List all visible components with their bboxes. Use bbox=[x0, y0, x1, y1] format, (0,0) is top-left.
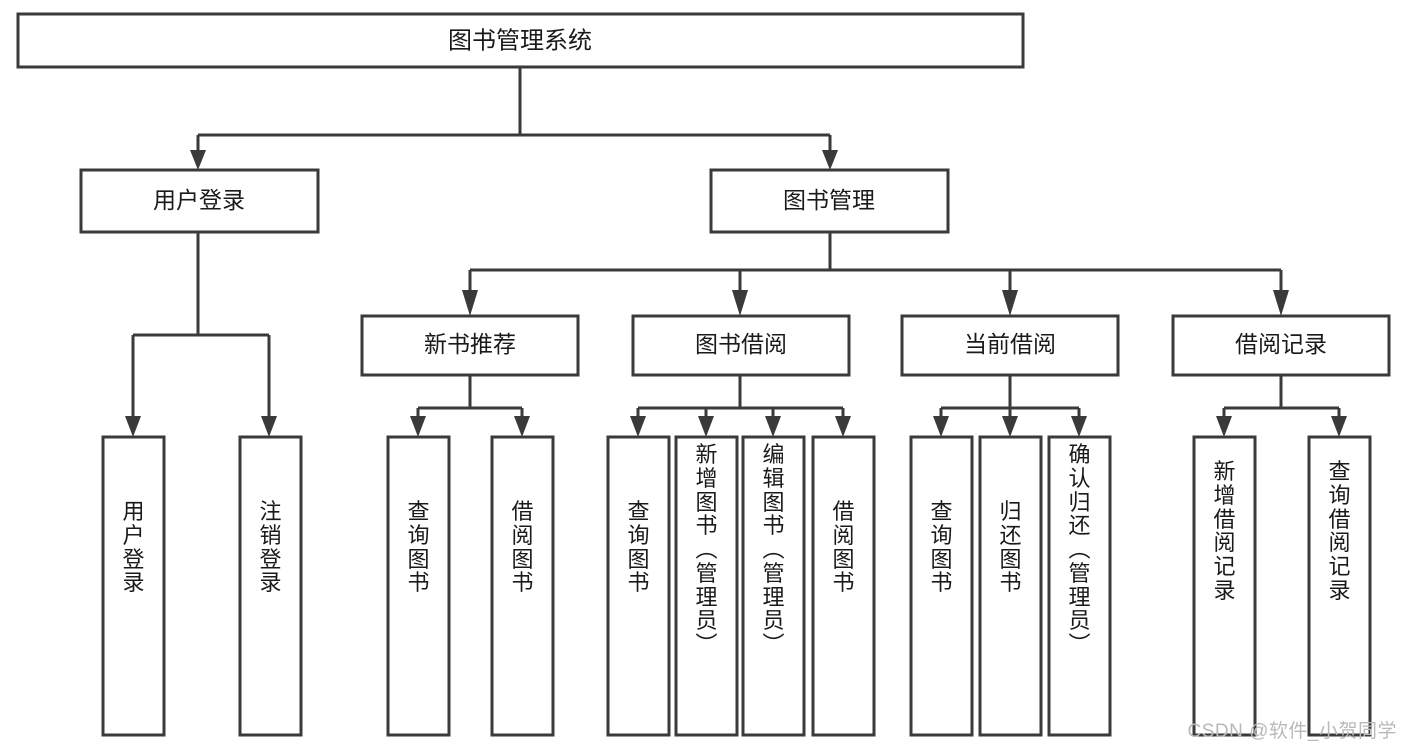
node-root-system[interactable]: 图书管理系统 bbox=[16, 12, 1025, 69]
arrow-to-leaf-user-login bbox=[125, 416, 141, 437]
arrow-to-book-borrow bbox=[732, 290, 748, 316]
node-leaf-return-book[interactable] bbox=[978, 435, 1043, 737]
arrow-to-user-login bbox=[190, 150, 206, 170]
node-leaf-query-book-3[interactable] bbox=[909, 435, 974, 737]
node-leaf-add-borrow-record[interactable] bbox=[1192, 435, 1257, 737]
node-label-borrow-records: 借阅记录 bbox=[1235, 331, 1327, 357]
node-current-borrow[interactable]: 当前借阅 bbox=[900, 314, 1120, 377]
arrow-to-leaf-query-book-3 bbox=[933, 416, 949, 437]
arrow-to-leaf-borrow-book-1 bbox=[514, 416, 530, 437]
node-leaf-confirm-return-admin[interactable] bbox=[1047, 435, 1112, 737]
arrow-to-leaf-return-book bbox=[1002, 416, 1018, 437]
node-leaf-query-book-2[interactable] bbox=[606, 435, 671, 737]
arrow-to-leaf-add-book bbox=[698, 416, 714, 437]
node-new-book-recommend[interactable]: 新书推荐 bbox=[360, 314, 580, 377]
arrow-to-borrow-records bbox=[1273, 290, 1289, 316]
node-leaf-borrow-book-1[interactable] bbox=[490, 435, 555, 737]
node-leaf-borrow-book-2[interactable] bbox=[811, 435, 876, 737]
node-leaf-add-book-admin[interactable] bbox=[674, 435, 739, 737]
node-book-management[interactable]: 图书管理 bbox=[709, 168, 950, 234]
watermark-csdn: CSDN @软件_小贺同学 bbox=[1187, 721, 1397, 742]
node-leaf-query-book-1[interactable] bbox=[386, 435, 451, 737]
arrow-to-new-book-rec bbox=[462, 290, 478, 316]
node-label-user-login: 用户登录 bbox=[153, 187, 245, 213]
node-borrow-records[interactable]: 借阅记录 bbox=[1171, 314, 1391, 377]
arrow-to-leaf-confirm-return bbox=[1071, 416, 1087, 437]
node-leaf-query-borrow-record[interactable] bbox=[1307, 435, 1372, 737]
arrow-to-leaf-logout bbox=[261, 416, 277, 437]
node-book-borrow[interactable]: 图书借阅 bbox=[631, 314, 851, 377]
node-leaf-edit-book-admin[interactable] bbox=[741, 435, 806, 737]
connectors bbox=[125, 68, 1347, 437]
node-leaf-user-login[interactable] bbox=[101, 435, 166, 737]
node-user-login[interactable]: 用户登录 bbox=[79, 168, 320, 234]
arrow-to-leaf-edit-book bbox=[765, 416, 781, 437]
arrow-to-current-borrow bbox=[1002, 290, 1018, 316]
arrow-to-leaf-add-record bbox=[1216, 416, 1232, 437]
arrow-to-leaf-query-book-1 bbox=[410, 416, 426, 437]
node-leaf-logout[interactable] bbox=[238, 435, 303, 737]
node-label-new-book-recommend: 新书推荐 bbox=[424, 331, 516, 357]
node-label-root-system: 图书管理系统 bbox=[448, 27, 592, 54]
arrow-to-book-mgmt bbox=[822, 150, 838, 170]
nodes: 图书管理系统 用户登录 图书管理 新书推荐 图书借阅 当前 bbox=[16, 12, 1391, 737]
node-label-book-management: 图书管理 bbox=[783, 187, 875, 213]
arrow-to-leaf-query-record bbox=[1331, 416, 1347, 437]
arrow-to-leaf-query-book-2 bbox=[630, 416, 646, 437]
node-label-current-borrow: 当前借阅 bbox=[964, 331, 1056, 357]
node-label-book-borrow: 图书借阅 bbox=[695, 331, 787, 357]
arrow-to-leaf-borrow-book-2 bbox=[835, 416, 851, 437]
